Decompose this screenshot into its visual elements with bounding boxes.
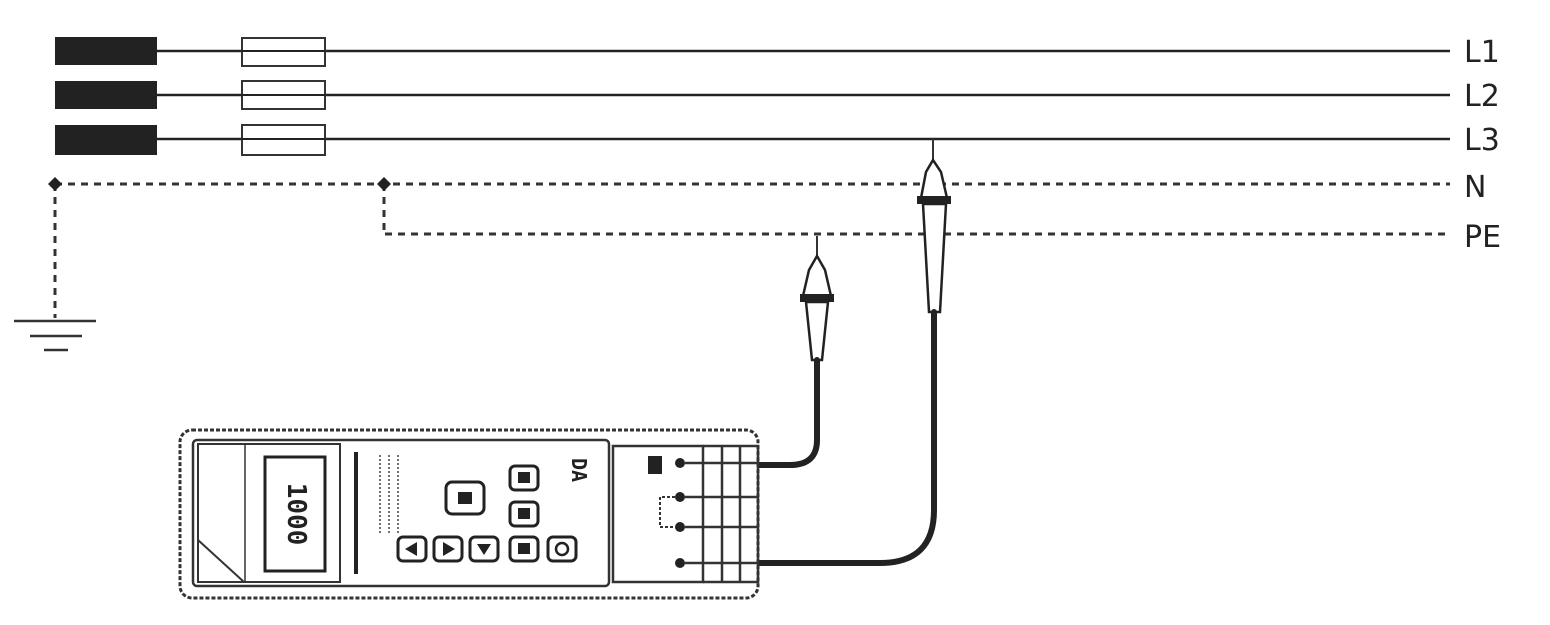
terminal-housing	[703, 444, 760, 584]
lead-pe	[702, 357, 820, 468]
terminal-wires	[685, 446, 758, 582]
lcd-readout: 1000	[281, 483, 311, 546]
tester-inner-frame	[191, 438, 611, 588]
junctions	[48, 177, 391, 191]
fuse-centerlines	[242, 50, 325, 140]
line-labels: L1 L2 L3 N PE	[1464, 35, 1501, 255]
terminals	[648, 456, 685, 568]
lcd-screen	[263, 455, 327, 573]
button-lower-mid-mark	[518, 543, 530, 554]
probe-pe[interactable]	[800, 236, 834, 362]
label-column	[379, 455, 399, 535]
terminal-symbol	[648, 456, 662, 474]
button-left-arrow-icon	[405, 542, 417, 556]
probe-l3-guard	[917, 196, 951, 204]
label-pe: PE	[1464, 220, 1501, 255]
probe-pe-handle	[804, 300, 830, 362]
button-right-arrow-icon	[443, 542, 455, 556]
label-l3: L3	[1464, 123, 1500, 158]
probe-l3-tip	[919, 157, 949, 200]
terminal-bridge	[659, 496, 675, 528]
probe-pe-tip	[801, 253, 833, 298]
button-mid-right-mark	[518, 508, 530, 519]
probe-pe-guard	[800, 294, 834, 302]
junction-n-pe	[377, 177, 391, 191]
terminal-2[interactable]	[675, 492, 685, 502]
display-diagonal	[197, 539, 245, 583]
button-top-right-mark	[518, 472, 530, 483]
terminal-1[interactable]	[675, 458, 685, 468]
label-l2: L2	[1464, 79, 1500, 114]
winding-l3	[55, 125, 157, 155]
terminal-4[interactable]	[675, 558, 685, 568]
lead-l3	[702, 309, 937, 566]
winding-l1	[55, 37, 157, 65]
tester-instrument[interactable]: 1000 DA	[178, 428, 760, 600]
terminal-3[interactable]	[675, 522, 685, 532]
transformer-windings	[55, 37, 157, 155]
display-bezel	[197, 443, 341, 583]
probe-l3-handle	[921, 202, 948, 314]
fuses	[241, 37, 326, 156]
button-main-mark	[458, 492, 472, 504]
bridge-path	[659, 496, 675, 528]
junction-n-source	[48, 177, 62, 191]
power-icon	[554, 541, 570, 557]
neutral-and-pe	[53, 182, 1450, 318]
probe-leads	[702, 309, 937, 566]
label-n: N	[1464, 170, 1486, 205]
phase-conductors	[157, 49, 1450, 141]
button-down-arrow-icon	[477, 544, 491, 555]
button-power[interactable]	[546, 535, 578, 563]
keypad	[396, 464, 578, 563]
brand-label: DA	[567, 458, 591, 482]
probe-l3[interactable]	[917, 139, 951, 314]
ground-symbol	[14, 319, 96, 352]
label-l1: L1	[1464, 35, 1500, 70]
winding-l2	[55, 81, 157, 109]
